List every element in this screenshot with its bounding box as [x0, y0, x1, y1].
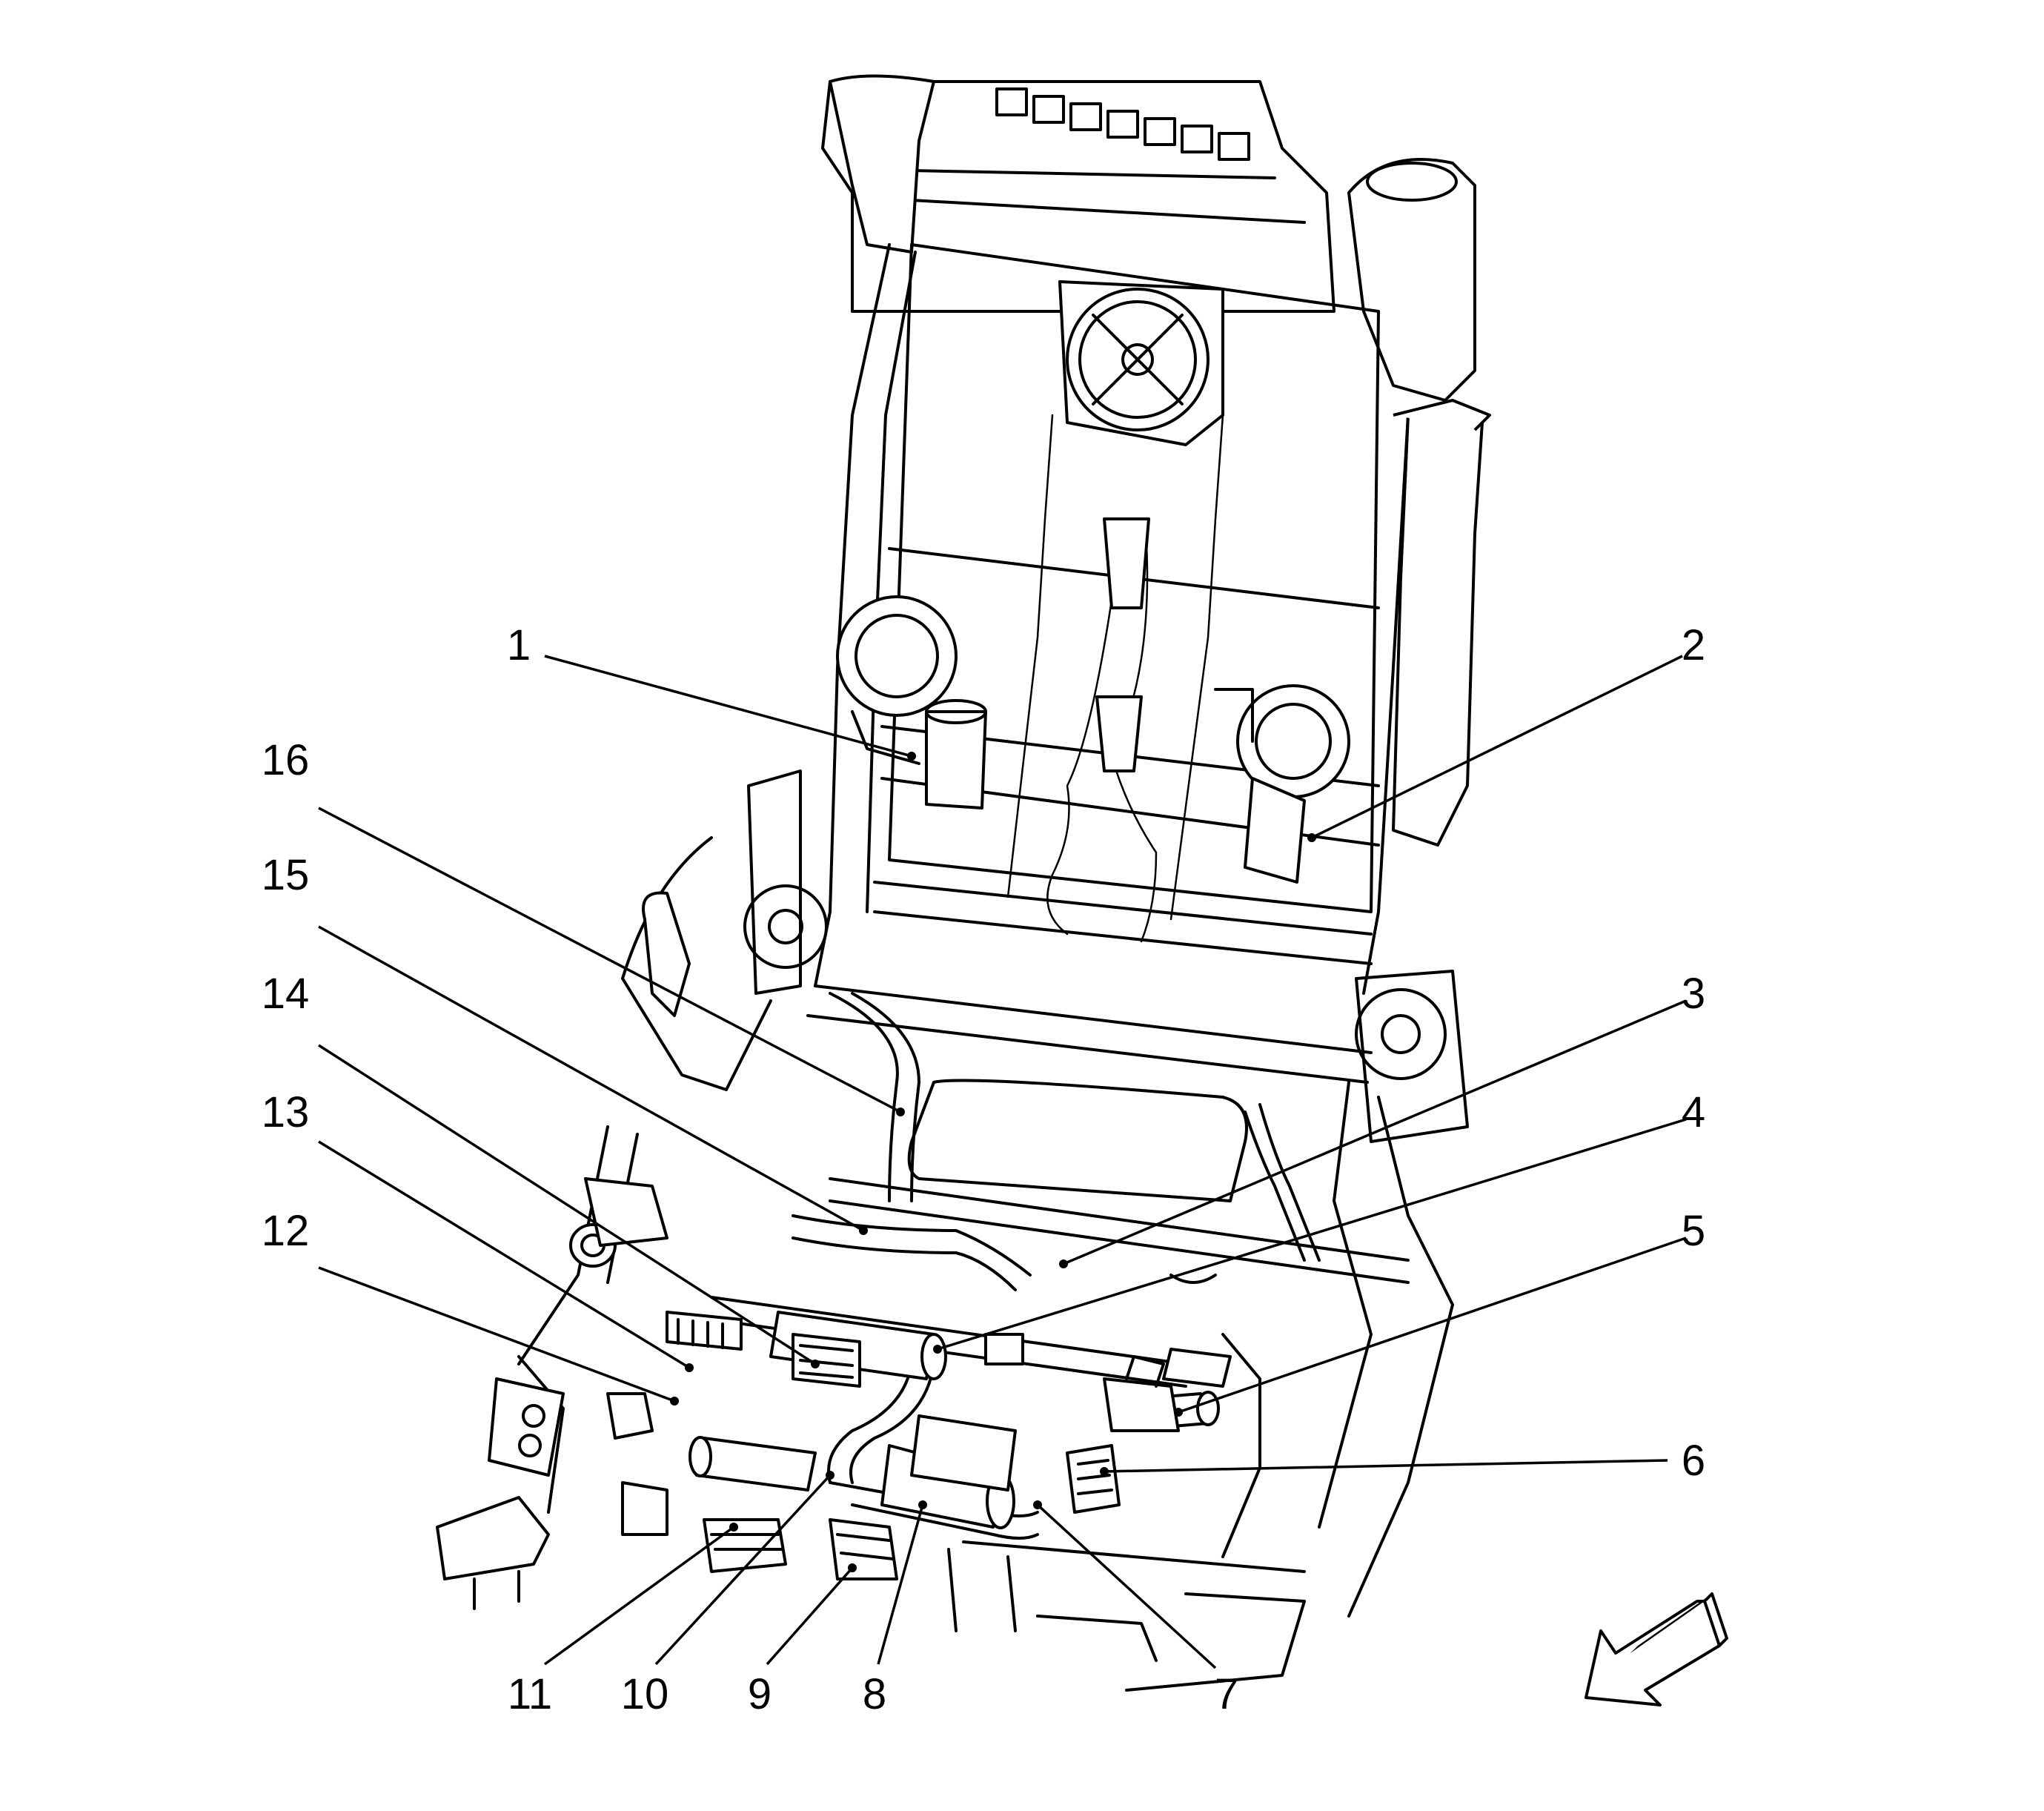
leader-7 — [1036, 1503, 1217, 1669]
leader-14 — [318, 1044, 816, 1365]
leader-2 — [1311, 655, 1683, 839]
leader-12 — [318, 1266, 675, 1403]
callout-labels: 1 2 3 4 5 6 7 8 9 10 11 12 13 14 15 16 — [262, 621, 1705, 1718]
callout-4: 4 — [1682, 1088, 1705, 1136]
callout-12: 12 — [262, 1207, 310, 1255]
leader-1 — [544, 655, 912, 758]
connector-5 — [1103, 1355, 1180, 1432]
callout-14: 14 — [262, 970, 310, 1018]
leader-3 — [1063, 999, 1687, 1265]
seat-back-frame — [621, 74, 1491, 1143]
callout-13: 13 — [262, 1088, 310, 1136]
connector-11 — [703, 1518, 787, 1573]
leader-8 — [877, 1504, 924, 1665]
callout-2: 2 — [1682, 621, 1705, 669]
connector-6 — [1066, 1444, 1121, 1514]
leader-16 — [318, 807, 901, 1113]
leader-lines — [318, 655, 1687, 1669]
callout-5: 5 — [1682, 1207, 1705, 1255]
recliner-gear-right — [1355, 970, 1469, 1143]
callout-6: 6 — [1682, 1437, 1705, 1485]
callout-16: 16 — [262, 736, 310, 784]
connector-12 — [606, 1392, 668, 1536]
wiring-harness — [792, 992, 1321, 1540]
leader-5 — [1178, 1236, 1687, 1414]
connector-13 — [666, 1311, 743, 1351]
leader-4 — [937, 1118, 1687, 1351]
callout-15: 15 — [262, 851, 310, 899]
seat-cushion-frame — [436, 984, 1454, 1692]
leader-10 — [654, 1474, 832, 1666]
connector-14 — [792, 1333, 861, 1388]
forward-direction-arrow-icon — [1585, 1592, 1728, 1706]
leader-9 — [766, 1566, 854, 1666]
recliner-motor-right — [1214, 684, 1350, 884]
callout-7: 7 — [1215, 1670, 1238, 1718]
callout-1: 1 — [507, 621, 531, 669]
callout-3: 3 — [1682, 970, 1705, 1018]
connectors — [606, 1311, 1180, 1580]
leader-11 — [543, 1526, 735, 1666]
connector-4 — [984, 1333, 1024, 1365]
connector-9 — [829, 1518, 898, 1580]
callout-11: 11 — [508, 1670, 552, 1718]
top-slots — [995, 87, 1250, 161]
callout-8: 8 — [863, 1670, 886, 1718]
leader-15 — [318, 925, 864, 1232]
leader-13 — [318, 1140, 690, 1369]
recliner-motor-left — [836, 595, 987, 810]
callout-10: 10 — [621, 1670, 669, 1718]
recliner-gear-left — [743, 769, 828, 995]
leader-6 — [1104, 1459, 1668, 1473]
fan-assembly — [1058, 280, 1224, 446]
callout-9: 9 — [748, 1670, 772, 1718]
